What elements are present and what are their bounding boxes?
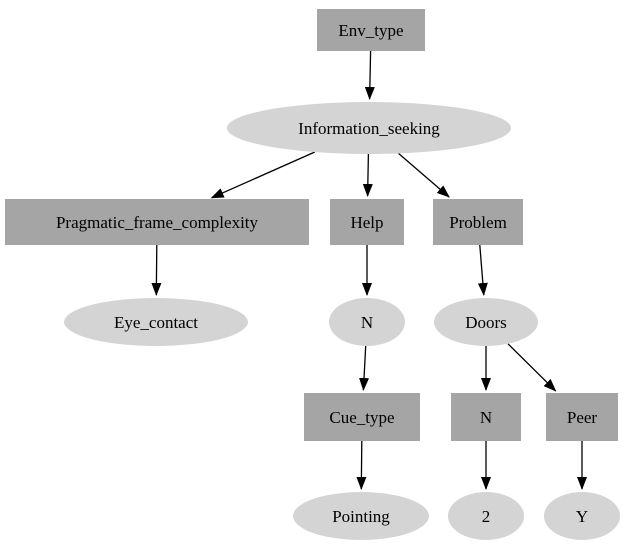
node-label: Pragmatic_frame_complexity (56, 213, 259, 232)
node-shape-box (5, 199, 309, 245)
node-pragmatic_frame_complexity: Pragmatic_frame_complexity (5, 199, 309, 245)
node-shape-box (433, 199, 523, 245)
node-shape-ellipse (329, 298, 405, 346)
node-shape-box (546, 393, 618, 441)
node-label: Doors (465, 313, 507, 332)
node-y_leaf: Y (544, 492, 620, 540)
node-peer: Peer (546, 393, 618, 441)
node-shape-ellipse (448, 492, 524, 540)
node-shape-box (317, 9, 425, 51)
node-shape-box (304, 393, 420, 441)
node-shape-box (330, 199, 404, 245)
node-label: N (480, 408, 492, 427)
node-problem: Problem (433, 199, 523, 245)
node-label: 2 (482, 507, 491, 526)
node-cue_type: Cue_type (304, 393, 420, 441)
node-two: 2 (448, 492, 524, 540)
node-help: Help (330, 199, 404, 245)
edge-information_seeking-to-problem (398, 152, 450, 198)
node-information_seeking: Information_seeking (227, 102, 511, 154)
node-shape-ellipse (544, 492, 620, 540)
node-label: Eye_contact (114, 313, 198, 332)
edge-problem-to-doors (477, 244, 488, 296)
node-shape-ellipse (434, 298, 538, 346)
node-label: Problem (449, 213, 507, 232)
node-n_doors: N (451, 393, 521, 441)
edge-information_seeking-to-help (362, 153, 373, 197)
edges-layer (151, 50, 587, 490)
node-pointing: Pointing (293, 492, 429, 540)
edge-env_type-to-information_seeking (364, 50, 375, 100)
node-shape-ellipse (293, 492, 429, 540)
node-shape-ellipse (64, 298, 248, 346)
edge-cue_type-to-pointing (356, 440, 367, 490)
node-env_type: Env_type (317, 9, 425, 51)
node-label: Cue_type (329, 408, 394, 427)
edge-doors-to-peer (507, 343, 557, 392)
node-shape-box (451, 393, 521, 441)
node-shape-ellipse (227, 102, 511, 154)
node-label: Env_type (338, 21, 403, 40)
node-eye_contact: Eye_contact (64, 298, 248, 346)
node-label: Peer (567, 408, 598, 427)
node-doors: Doors (434, 298, 538, 346)
node-n_help: N (329, 298, 405, 346)
node-label: N (361, 313, 373, 332)
edge-pragmatic_frame_complexity-to-eye_contact (151, 244, 162, 296)
node-label: Pointing (332, 507, 390, 526)
nodes-layer: Env_typeInformation_seekingPragmatic_fra… (5, 9, 620, 540)
node-label: Y (576, 507, 588, 526)
edge-information_seeking-to-pragmatic_frame_complexity (210, 151, 316, 199)
edge-n_help-to-cue_type (359, 345, 370, 391)
node-label: Information_seeking (298, 119, 440, 138)
node-label: Help (350, 213, 383, 232)
